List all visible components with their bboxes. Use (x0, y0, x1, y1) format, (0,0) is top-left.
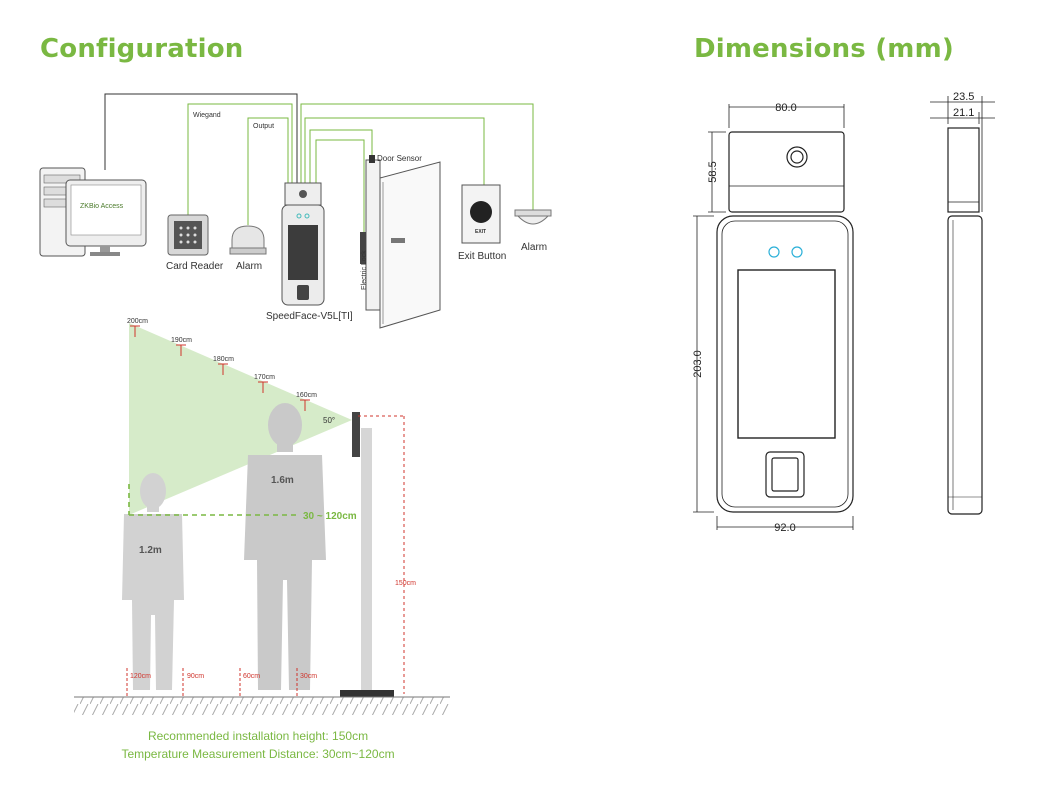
door-icon (360, 155, 441, 329)
side-dimension-lines (930, 96, 995, 212)
distance-90: 90cm (187, 673, 204, 680)
caption-distance: Temperature Measurement Distance: 30cm~1… (121, 747, 394, 761)
dim-height-top: 58.5 (707, 161, 719, 182)
alarm-ceiling-icon (514, 209, 552, 225)
height-ticks (130, 325, 310, 411)
front-dimension-lines (693, 104, 854, 530)
wiegand-label: Wiegand (193, 112, 221, 119)
height-200: 200cm (127, 318, 148, 325)
distance-120: 120cm (130, 673, 151, 680)
pc-screen-label: ZKBio Access (80, 203, 124, 210)
card-reader-icon (167, 214, 209, 256)
height-190: 190cm (171, 337, 192, 344)
distance-60: 60cm (243, 673, 260, 680)
person-tall (244, 403, 326, 690)
door-sensor-label: Door Sensor (377, 154, 422, 163)
height-160: 160cm (296, 392, 317, 399)
wiring-lines (104, 93, 534, 240)
tall-person-label: 1.6m (271, 475, 294, 486)
pc-icon (39, 167, 147, 257)
dim-width-top: 80.0 (775, 102, 796, 114)
detection-cone (129, 323, 352, 515)
height-180: 180cm (213, 356, 234, 363)
alarm-1-label: Alarm (236, 261, 262, 272)
dimensions-heading: Dimensions (mm) (694, 34, 954, 64)
range-label: 30 ~ 120cm (303, 511, 357, 522)
height-170: 170cm (254, 374, 275, 381)
output-label: Output (253, 123, 274, 130)
dim-depth-1: 23.5 (953, 91, 974, 103)
install-height-line (358, 415, 405, 694)
dim-width-body: 92.0 (774, 522, 795, 534)
person-short (122, 473, 184, 690)
device-side-view (947, 127, 983, 515)
speedface-label: SpeedFace-V5L[TI] (266, 311, 353, 322)
install-height-label: 150cm (395, 580, 416, 587)
exit-button-label: Exit Button (458, 251, 506, 262)
alarm-2-label: Alarm (521, 242, 547, 253)
electric-lock-label: Electric Lock (361, 250, 368, 290)
distance-30: 30cm (300, 673, 317, 680)
configuration-heading: Configuration (40, 34, 244, 64)
angle-label: 50° (323, 416, 335, 425)
exit-text: EXIT (475, 229, 486, 235)
device-front-view (716, 131, 854, 513)
card-reader-label: Card Reader (166, 261, 224, 272)
floor (74, 697, 450, 715)
alarm-siren-icon (229, 225, 267, 255)
short-person-label: 1.2m (139, 545, 162, 556)
range-line (128, 484, 300, 516)
exit-button-icon (461, 184, 501, 244)
caption-height: Recommended installation height: 150cm (148, 729, 368, 743)
speedface-device-icon (281, 182, 325, 306)
dim-height-body: 203.0 (692, 350, 704, 378)
stand-icon (340, 412, 394, 697)
dim-depth-2: 21.1 (953, 107, 974, 119)
